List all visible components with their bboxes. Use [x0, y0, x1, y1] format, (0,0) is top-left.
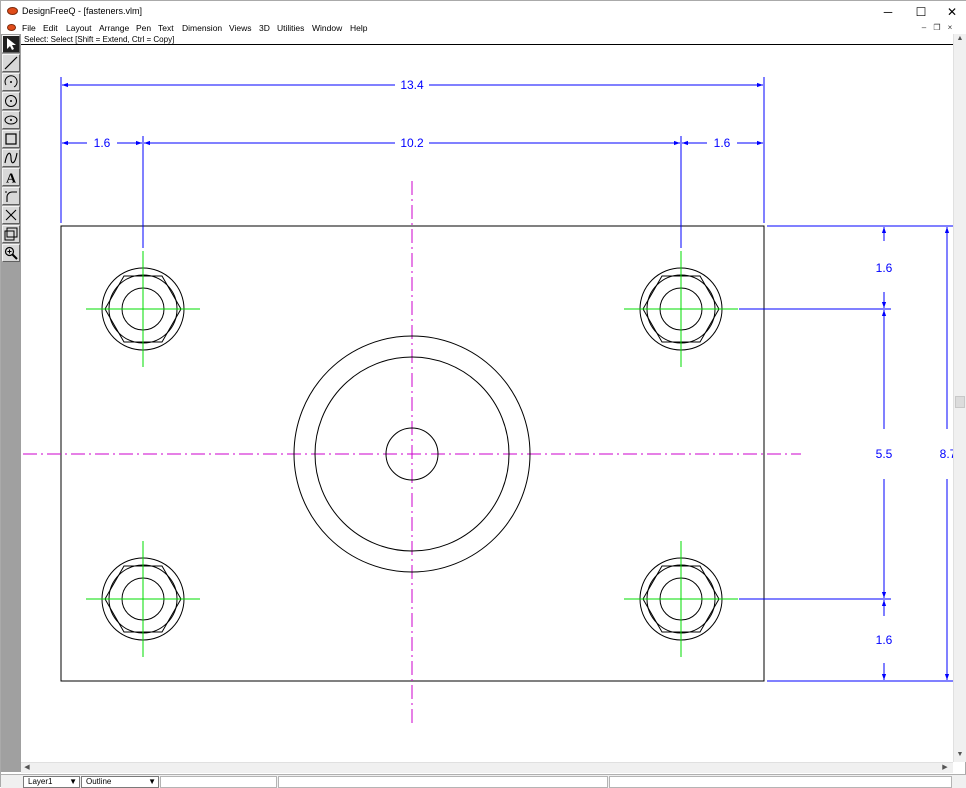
coordinate-field — [160, 776, 277, 788]
menu-layout[interactable]: Layout — [66, 23, 92, 33]
arc-tool-icon — [4, 75, 18, 88]
layer-select[interactable]: Layer1 ▼ — [23, 776, 80, 788]
maximize-button[interactable]: ☐ — [915, 4, 927, 19]
horizontal-dimensions — [60, 77, 765, 248]
view-box-tool-icon — [4, 227, 18, 241]
fastener-bottom-left[interactable] — [86, 541, 200, 657]
pen-style-select-value: Outline — [86, 777, 112, 786]
title-bar: DesignFreeQ - [fasteners.vlm] ─ ☐ ✕ — [1, 1, 966, 22]
rectangle-tool-icon — [5, 133, 17, 145]
central-boss[interactable] — [293, 335, 531, 573]
trim-tool-button[interactable] — [2, 206, 20, 224]
tool-palette: A — [1, 34, 21, 772]
mdi-restore-button[interactable]: ❐ — [933, 23, 941, 32]
close-button[interactable]: ✕ — [946, 4, 958, 19]
rectangle-tool-button[interactable] — [2, 130, 20, 148]
menu-file[interactable]: File — [22, 23, 36, 33]
document-icon[interactable] — [7, 24, 16, 31]
select-tool-button[interactable] — [2, 35, 20, 53]
menu-arrange[interactable]: Arrange — [99, 23, 130, 33]
fastener-bottom-right[interactable] — [624, 541, 738, 657]
view-box-tool-button[interactable] — [2, 225, 20, 243]
dim-bolt-spacing-y[interactable]: 5.5 — [876, 447, 893, 461]
text-tool-icon: A — [6, 172, 17, 185]
menu-views[interactable]: Views — [229, 23, 252, 33]
menu-text[interactable]: Text — [158, 23, 174, 33]
drawing-canvas[interactable]: 13.4 1.6 10.2 1.6 1.6 — [21, 46, 953, 762]
horizontal-scrollbar[interactable]: ◀ ▶ — [21, 762, 953, 773]
status-text: Select: Select [Shift = Extend, Ctrl = C… — [24, 35, 175, 44]
pen-style-select[interactable]: Outline ▼ — [81, 776, 159, 788]
dim-bottom-offset[interactable]: 1.6 — [876, 633, 893, 647]
dim-bolt-spacing-x[interactable]: 10.2 — [400, 136, 424, 150]
fillet-tool-icon — [5, 191, 17, 202]
menu-edit[interactable]: Edit — [43, 23, 58, 33]
fastener-top-left[interactable] — [86, 251, 200, 367]
dim-top-offset[interactable]: 1.6 — [876, 261, 893, 275]
vertical-dimension-labels: 1.6 5.5 1.6 8.7 — [876, 261, 953, 647]
horizontal-dimension-labels: 13.4 1.6 10.2 1.6 — [94, 78, 731, 150]
message-field — [609, 776, 952, 788]
text-tool-button[interactable]: A — [2, 168, 20, 186]
minimize-button[interactable]: ─ — [883, 4, 893, 19]
info-field — [278, 776, 608, 788]
scroll-left-icon[interactable]: ◀ — [24, 764, 30, 771]
menu-pen[interactable]: Pen — [136, 23, 152, 33]
curve-tool-button[interactable] — [2, 149, 20, 167]
scroll-right-icon[interactable]: ▶ — [942, 764, 948, 771]
menu-window[interactable]: Window — [312, 23, 343, 33]
svg-text:A: A — [6, 172, 17, 185]
dim-left-offset[interactable]: 1.6 — [94, 136, 111, 150]
ellipse-tool-button[interactable] — [2, 111, 20, 129]
mdi-close-button[interactable]: × — [947, 23, 953, 32]
status-bar: Select: Select [Shift = Extend, Ctrl = C… — [1, 34, 966, 45]
vertical-dimensions — [739, 225, 953, 682]
menu-dimension[interactable]: Dimension — [182, 23, 223, 33]
dim-overall-height[interactable]: 8.7 — [940, 447, 953, 461]
trim-tool-icon — [5, 209, 17, 221]
curve-tool-icon — [4, 152, 18, 164]
fastener-top-right[interactable] — [624, 251, 738, 367]
chevron-down-icon: ▼ — [148, 777, 156, 786]
fillet-tool-button[interactable] — [2, 187, 20, 205]
menu-bar: File Edit Layout Arrange Pen Text Dimens… — [1, 22, 966, 34]
zoom-tool-button[interactable] — [2, 244, 20, 262]
window-title: DesignFreeQ - [fasteners.vlm] — [22, 6, 143, 16]
zoom-tool-icon — [4, 246, 18, 260]
line-tool-button[interactable] — [2, 54, 20, 72]
line-tool-icon — [4, 56, 18, 70]
scroll-down-icon[interactable]: ▼ — [956, 751, 964, 758]
menu-utilities[interactable]: Utilities — [277, 23, 305, 33]
dim-right-offset[interactable]: 1.6 — [714, 136, 731, 150]
menu-help[interactable]: Help — [350, 23, 368, 33]
bottom-bar: Layer1 ▼ Outline ▼ — [1, 774, 966, 788]
centerlines — [23, 181, 801, 727]
vertical-scroll-thumb[interactable] — [955, 396, 965, 408]
menu-3d[interactable]: 3D — [259, 23, 270, 33]
ellipse-tool-icon — [4, 115, 18, 125]
circle-tool-icon — [5, 95, 17, 107]
drawing-svg: 13.4 1.6 10.2 1.6 1.6 — [23, 77, 953, 727]
arc-tool-button[interactable] — [2, 73, 20, 91]
app-logo-icon — [7, 7, 18, 15]
mdi-minimize-button[interactable]: – — [921, 23, 927, 32]
scroll-up-icon[interactable]: ▲ — [956, 35, 964, 42]
select-tool-icon — [7, 38, 16, 50]
vertical-scrollbar[interactable]: ▲ ▼ — [953, 34, 966, 762]
circle-tool-button[interactable] — [2, 92, 20, 110]
layer-select-value: Layer1 — [28, 777, 53, 786]
chevron-down-icon: ▼ — [69, 777, 77, 786]
dim-overall-width[interactable]: 13.4 — [400, 78, 424, 92]
